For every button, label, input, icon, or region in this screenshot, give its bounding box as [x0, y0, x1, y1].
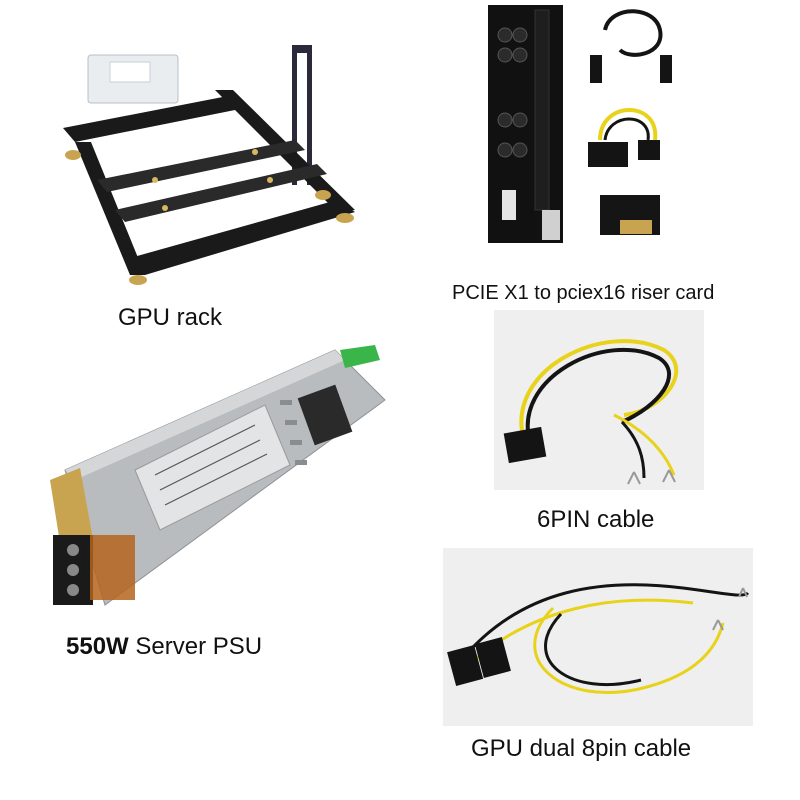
riser-card-kit-photo — [480, 0, 680, 250]
server-psu-photo — [45, 340, 390, 615]
server-psu-caption: 550W Server PSU — [66, 633, 262, 661]
dual-8pin-cable-caption: GPU dual 8pin cable — [471, 735, 692, 762]
dual-8pin-cable-photo — [443, 548, 753, 726]
sixpin-cable-caption: 6PIN cable — [537, 506, 655, 533]
gpu-rack-photo — [55, 40, 375, 290]
sixpin-cable-photo — [494, 310, 704, 490]
psu-wattage: 550W — [66, 633, 129, 660]
gpu-rack-caption: GPU rack — [118, 304, 223, 331]
riser-card-caption: PCIE X1 to pciex16 riser card — [452, 282, 715, 304]
psu-label: Server PSU — [128, 633, 263, 660]
